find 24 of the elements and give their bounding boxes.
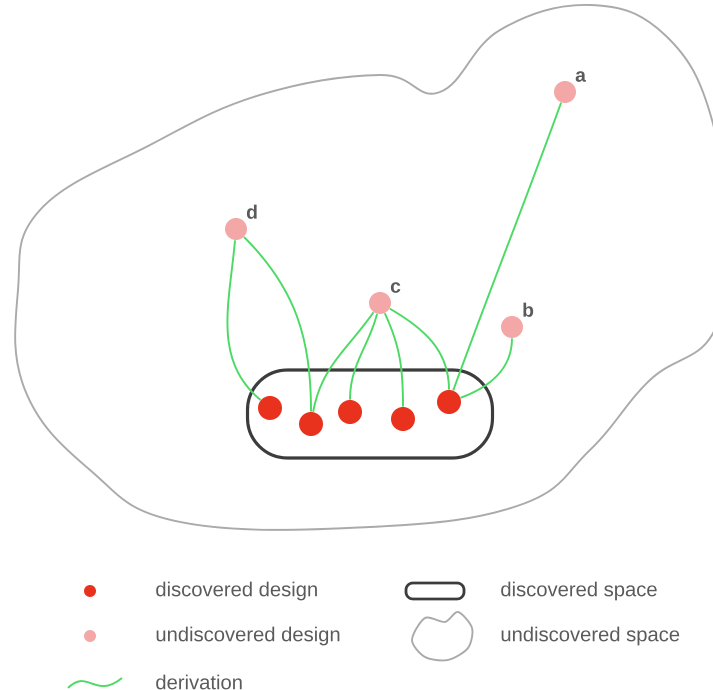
- node-label: c: [390, 282, 400, 293]
- legend-text: discovered design: [156, 582, 317, 600]
- discovered-design-dot: [299, 412, 323, 436]
- derivation-line: [389, 308, 450, 390]
- derivation-line: [452, 102, 562, 391]
- derivation-line: [349, 314, 378, 400]
- discovered-space-outline: [246, 368, 494, 460]
- legend-text: discovered space: [501, 582, 657, 600]
- undiscovered-space-outline: [14, 4, 713, 531]
- discovered-design-dot: [391, 407, 415, 431]
- node-label: d: [246, 204, 257, 219]
- derivation-line: [460, 338, 513, 399]
- legend-text: undiscovered design: [156, 626, 340, 646]
- legend-text: undiscovered space: [502, 626, 680, 646]
- derivation-line: [312, 312, 374, 412]
- node-label: b: [523, 302, 534, 317]
- derivation-line: [226, 240, 262, 401]
- discovered-design-dot: [437, 390, 461, 414]
- derivation-line: [384, 312, 404, 407]
- legend-text: derivation: [156, 674, 242, 690]
- node-label: a: [576, 71, 586, 82]
- derivation-line: [243, 236, 312, 412]
- discovered-design-dot: [258, 396, 282, 420]
- discovered-design-dot: [338, 400, 362, 424]
